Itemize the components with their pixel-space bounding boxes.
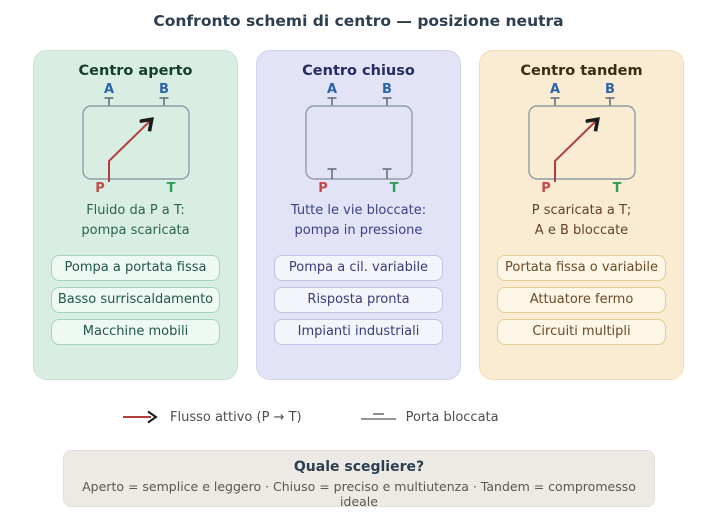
feature-pill-list: Portata fissa o variabile Attuatore ferm…	[480, 255, 683, 351]
valve-diagram-closed: A B P T	[304, 82, 413, 193]
blocked-port-b-icon	[605, 97, 614, 106]
panel-centro-aperto: Centro aperto A B P T Fluido da P a T: p…	[33, 50, 238, 380]
port-a-label: A	[326, 82, 336, 97]
feature-pill: Basso surriscaldamento	[51, 287, 220, 313]
panel-title: Centro chiuso	[302, 63, 415, 79]
blocked-port-a-icon	[104, 97, 113, 106]
legend: Flusso attivo (P → T) Porta bloccata	[122, 404, 499, 430]
feature-pill-list: Pompa a portata fissa Basso surriscaldam…	[34, 255, 237, 351]
valve-diagram-open: A B P T	[81, 82, 190, 193]
feature-pill: Portata fissa o variabile	[497, 255, 666, 281]
port-p-label: P	[318, 181, 328, 193]
feature-pill: Macchine mobili	[51, 319, 220, 345]
port-a-label: A	[549, 82, 559, 97]
legend-flow-label: Flusso attivo (P → T)	[170, 409, 302, 425]
port-t-label: T	[166, 181, 175, 193]
feature-pill: Attuatore fermo	[497, 287, 666, 313]
blocked-port-a-icon	[327, 97, 336, 106]
feature-pill: Circuiti multipli	[497, 319, 666, 345]
port-a-label: A	[103, 82, 113, 97]
port-b-label: B	[605, 82, 615, 97]
legend-blocked-label: Porta bloccata	[405, 409, 499, 425]
feature-pill: Pompa a cil. variabile	[274, 255, 443, 281]
summary-title: Quale scegliere?	[293, 459, 425, 475]
valve-body	[527, 105, 636, 180]
flow-arrow	[553, 120, 597, 182]
summary-box: Quale scegliere? Aperto = semplice e leg…	[63, 450, 655, 509]
panel-description: P scaricata a T; A e B bloccate	[531, 203, 632, 238]
page-title: Confronto schemi di centro — posizione n…	[153, 12, 564, 30]
legend-item-flow: Flusso attivo (P → T)	[122, 410, 302, 425]
summary-text: Aperto = semplice e leggero · Chiuso = p…	[82, 479, 636, 509]
port-b-label: B	[159, 82, 169, 97]
panel-title: Centro aperto	[78, 63, 193, 79]
blocked-port-t-icon	[382, 168, 391, 179]
valve-body	[81, 105, 190, 180]
blocked-port-b-icon	[159, 97, 168, 106]
valve-diagram-tandem: A B P T	[527, 82, 636, 193]
panel-centro-chiuso: Centro chiuso A B P T Tutte le vie blocc…	[256, 50, 461, 380]
legend-item-blocked: Porta bloccata	[360, 410, 499, 425]
blocked-port-p-icon	[327, 168, 336, 179]
flow-arrow	[107, 120, 151, 182]
feature-pill-list: Pompa a cil. variabile Risposta pronta I…	[257, 255, 460, 351]
blocked-port-a-icon	[550, 97, 559, 106]
port-t-label: T	[389, 181, 398, 193]
port-t-label: T	[612, 181, 621, 193]
feature-pill: Risposta pronta	[274, 287, 443, 313]
blocked-port-icon	[360, 413, 396, 420]
blocked-port-b-icon	[382, 97, 391, 106]
flow-arrow-icon	[123, 410, 158, 424]
port-b-label: B	[382, 82, 392, 97]
feature-pill: Pompa a portata fissa	[51, 255, 220, 281]
panel-centro-tandem: Centro tandem A B P T P scaricata a T; A…	[479, 50, 684, 380]
panel-title: Centro tandem	[520, 63, 643, 79]
port-p-label: P	[95, 181, 105, 193]
port-p-label: P	[541, 181, 551, 193]
valve-body	[304, 105, 413, 180]
feature-pill: Impianti industriali	[274, 319, 443, 345]
panel-description: Tutte le vie bloccate: pompa in pression…	[290, 203, 427, 238]
panel-description: Fluido da P a T: pompa scaricata	[81, 203, 190, 238]
